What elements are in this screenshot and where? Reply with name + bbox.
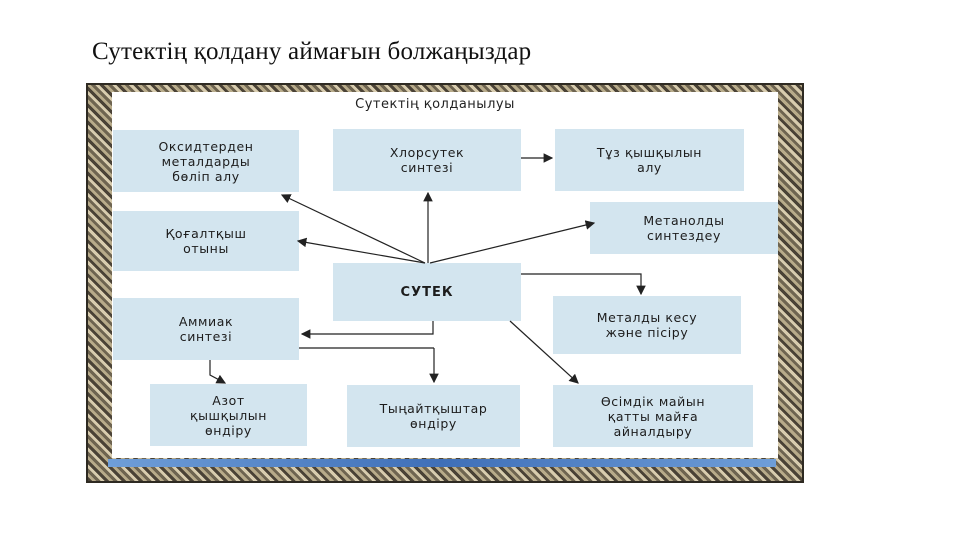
box-oxides: Оксидтерден металдарды бөліп алу xyxy=(113,130,299,192)
arrow-to-metal-cutting xyxy=(521,273,646,296)
box-ammonia-label: Аммиак синтезі xyxy=(178,314,234,344)
diagram-heading: Сутектің қолданылуы xyxy=(355,97,515,112)
box-nitric-acid-label: Азот қышқылын өндіру xyxy=(189,392,268,438)
arrow-to-methanol xyxy=(429,220,596,264)
arrow-to-nitric-acid xyxy=(209,360,227,384)
box-nitric-acid: Азот қышқылын өндіру xyxy=(150,384,307,446)
box-ammonia: Аммиак синтезі xyxy=(113,298,299,360)
box-oil-hardening: Өсімдік майын қатты майға айналдыру xyxy=(553,385,753,447)
arrow-to-oxides xyxy=(280,194,426,264)
slide-title: Сутектің қолдану аймағын болжаңыздар xyxy=(92,38,532,65)
box-fertilizer: Тыңайтқыштар өндіру xyxy=(347,385,520,447)
box-methanol: Метанолды синтездеу xyxy=(590,202,778,254)
box-methanol-label: Метанолды синтездеу xyxy=(643,213,725,243)
box-hcl-label: Хлорсутек синтезі xyxy=(389,145,465,175)
bottom-stripe xyxy=(108,459,776,467)
arrow-to-fuel xyxy=(296,237,426,264)
box-acid: Тұз қышқылын алу xyxy=(555,129,744,191)
arrow-to-oil-hardening xyxy=(509,320,579,384)
box-metal-cutting-label: Металды кесу және пісіру xyxy=(596,310,698,340)
box-oil-hardening-label: Өсімдік майын қатты майға айналдыру xyxy=(600,393,706,439)
box-hydrogen-center: СУТЕК xyxy=(333,263,521,321)
box-fuel: Қоғалтқыш отыны xyxy=(113,211,299,271)
box-metal-cutting: Металды кесу және пісіру xyxy=(553,296,741,354)
box-fuel-label: Қоғалтқыш отыны xyxy=(165,226,247,256)
arrow-to-ammonia xyxy=(300,321,434,339)
box-oxides-label: Оксидтерден металдарды бөліп алу xyxy=(158,138,254,184)
box-hcl: Хлорсутек синтезі xyxy=(333,129,521,191)
box-acid-label: Тұз қышқылын алу xyxy=(596,145,703,175)
box-hydrogen-label: СУТЕК xyxy=(400,284,454,300)
box-fertilizer-label: Тыңайтқыштар өндіру xyxy=(379,401,488,431)
